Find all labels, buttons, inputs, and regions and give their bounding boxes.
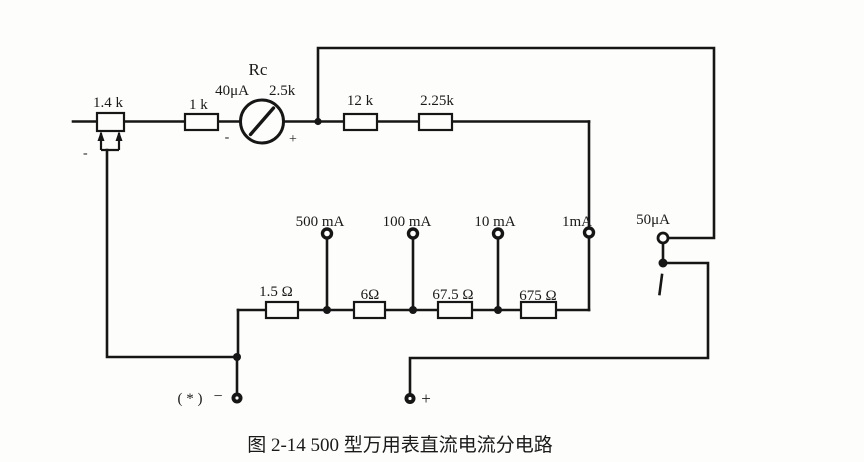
terminal-1ma-label: 1mA (562, 214, 592, 230)
terminal-500ma (320, 227, 334, 240)
common-star-label: ( * ) (178, 391, 203, 407)
wire-plus-branch (408, 261, 710, 395)
r1k-value-label: 1 k (189, 97, 208, 113)
meter-plus-label: + (289, 132, 297, 147)
figure-caption: 图 2-14 500 型万用表直流电流分电路 (247, 434, 553, 456)
r2-25k-value-label: 2.25k (420, 93, 454, 109)
junction-chain-10ma (494, 306, 502, 314)
pot-tap-minus-label: - (83, 146, 88, 161)
meter-needle-icon (248, 106, 276, 137)
junction-dots (233, 117, 668, 361)
common-minus-label: − (213, 388, 222, 405)
shunt-6-label: 6Ω (361, 287, 380, 303)
junction-50ua-switch (658, 258, 668, 268)
terminal-10ma (491, 227, 505, 240)
pot-arrow-left-icon (97, 131, 105, 141)
terminal-500ma-label: 500 mA (296, 214, 345, 230)
meter-galvanometer (239, 98, 285, 145)
terminal-50ua-jack (656, 231, 670, 245)
meter-resistance-label: 2.5k (269, 83, 296, 99)
terminal-common-minus-center (235, 396, 239, 400)
wire-switch-tail (658, 273, 664, 296)
resistor-675ohm (519, 300, 558, 320)
range-terminals (320, 226, 670, 245)
junction-chain-100ma (409, 306, 417, 314)
meter-minus-label: - (225, 130, 230, 145)
terminal-50ua-label: 50μA (636, 212, 670, 228)
resistor-1k (183, 112, 220, 132)
terminal-plus-center (408, 396, 412, 401)
pot-arrow-right-icon (115, 131, 123, 141)
shunt-1-5-label: 1.5 Ω (259, 284, 293, 300)
resistor-6ohm (352, 300, 387, 320)
terminal-10ma-label: 10 mA (474, 214, 515, 230)
labels: 1.4 k - 1 k Rc 40μA 2.5k - + 12 k 2.25k … (83, 60, 670, 456)
meter-sensitivity-label: 40μA (215, 83, 249, 99)
junction-chain-500ma (323, 306, 331, 314)
zero-adjust-pot (95, 111, 126, 152)
resistor-67-5ohm (436, 300, 474, 320)
shunt-675-label: 675 Ω (519, 288, 556, 304)
meter-name-label: Rc (249, 60, 268, 79)
wire-top-loop (316, 46, 716, 240)
junction-bottom-left (233, 353, 241, 361)
pot-wiper-bracket (99, 133, 121, 152)
terminal-1ma (582, 226, 596, 239)
junction-meter-output (314, 117, 322, 126)
terminal-100ma (406, 227, 420, 240)
plus-terminal-label: + (421, 389, 431, 408)
resistor-1-5ohm (264, 300, 300, 320)
resistor-2-25k (417, 112, 454, 132)
r12k-value-label: 12 k (347, 93, 374, 109)
shunt-67-5-label: 67.5 Ω (432, 287, 473, 303)
pot-value-label: 1.4 k (93, 95, 124, 111)
wire-left-bottom (105, 148, 240, 359)
bottom-terminals (231, 392, 416, 404)
resistor-12k (342, 112, 379, 132)
terminal-100ma-label: 100 mA (383, 214, 432, 230)
pot-body (95, 111, 126, 133)
